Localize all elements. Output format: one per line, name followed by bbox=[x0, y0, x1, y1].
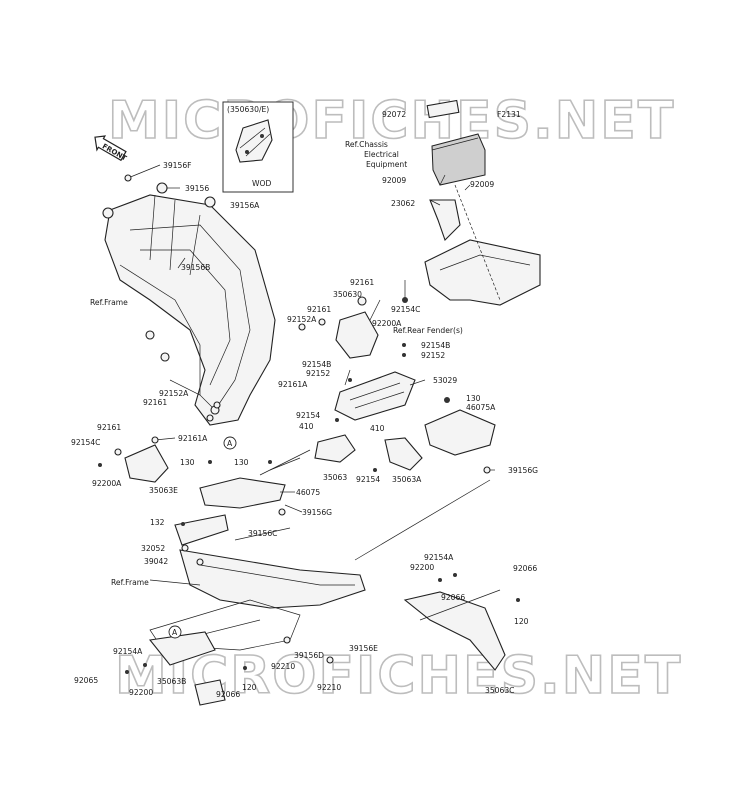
part-label: 92154A bbox=[424, 553, 454, 562]
part-label: 35063E bbox=[149, 486, 178, 495]
part-label: 92152A bbox=[287, 315, 317, 324]
ref-chassis-3: Equipment bbox=[366, 160, 407, 169]
part-label: 32052 bbox=[141, 544, 165, 553]
part-label: 39156B bbox=[181, 263, 210, 272]
part-label: 39156A bbox=[230, 201, 260, 210]
part-label: 35063B bbox=[157, 677, 186, 686]
part-label: 92154A bbox=[113, 647, 143, 656]
part-label: 35063C bbox=[485, 686, 514, 695]
part-label: 350630 bbox=[333, 290, 362, 299]
inset-box: (350630/E) WOD bbox=[222, 101, 294, 193]
callout-a-top: A bbox=[223, 436, 237, 450]
part-label: 39156G bbox=[508, 466, 538, 475]
part-label: 53029 bbox=[433, 376, 457, 385]
fasteners bbox=[98, 174, 520, 674]
part-label: 92154 bbox=[356, 475, 380, 484]
part-label: 92152 bbox=[421, 351, 445, 360]
bracket-46075 bbox=[199, 477, 286, 509]
part-label: 39156 bbox=[185, 184, 209, 193]
inset-tag: WOD bbox=[252, 179, 271, 188]
part-label: 46075 bbox=[296, 488, 320, 497]
part-label: 92154C bbox=[391, 305, 420, 314]
bracket-35063A bbox=[384, 437, 423, 471]
part-label: 130 bbox=[466, 394, 481, 403]
part-label: 120 bbox=[242, 683, 257, 692]
ref-chassis-1: Ref.Chassis bbox=[345, 140, 388, 149]
part-label: 92200 bbox=[129, 688, 153, 697]
part-label: 92066 bbox=[441, 593, 465, 602]
part-label: 130 bbox=[234, 458, 249, 467]
callout-a-bottom: A bbox=[168, 625, 182, 639]
part-label: 39156G bbox=[302, 508, 332, 517]
part-label: 92161A bbox=[178, 434, 208, 443]
part-label: 92200 bbox=[410, 563, 434, 572]
inset-title: (350630/E) bbox=[227, 105, 269, 114]
part-label: 92152 bbox=[306, 369, 330, 378]
part-label: 35063A bbox=[392, 475, 422, 484]
part-label: 410 bbox=[370, 424, 385, 433]
part-label: 92210 bbox=[317, 683, 341, 692]
watermark-top: MICROFICHES.NET bbox=[108, 91, 675, 151]
ref-chassis-2: Electrical bbox=[364, 150, 399, 159]
figure-code: F2131 bbox=[497, 110, 521, 119]
part-label: 130 bbox=[180, 458, 195, 467]
bracket-23062 bbox=[429, 199, 461, 242]
part-label: 92161 bbox=[143, 398, 167, 407]
bracket-35063 bbox=[314, 434, 356, 463]
bracket-35063E bbox=[124, 444, 169, 483]
bracket-35063C bbox=[403, 591, 506, 671]
part-label: 92009 bbox=[382, 176, 406, 185]
svg-text:A: A bbox=[227, 439, 233, 448]
part-label: 39156F bbox=[163, 161, 192, 170]
ref-rear-fender: Ref.Rear Fender(s) bbox=[393, 326, 463, 335]
part-label: 39042 bbox=[144, 557, 168, 566]
battery-box bbox=[426, 99, 486, 186]
bracket-46075A bbox=[424, 409, 496, 456]
bracket-350630 bbox=[335, 311, 379, 359]
part-label: 92072 bbox=[382, 110, 406, 119]
part-label: 92009 bbox=[470, 180, 494, 189]
part-label: 92152A bbox=[159, 389, 189, 398]
part-label: 39156E bbox=[349, 644, 378, 653]
part-label: 92161 bbox=[350, 278, 374, 287]
part-label: 92154B bbox=[302, 360, 331, 369]
part-label: 92161 bbox=[307, 305, 331, 314]
part-label: 92154C bbox=[71, 438, 100, 447]
ref-frame-bottom: Ref.Frame bbox=[111, 578, 149, 587]
part-label: 92210 bbox=[271, 662, 295, 671]
part-label: 120 bbox=[514, 617, 529, 626]
rear-fender bbox=[424, 184, 541, 306]
part-label: 92200A bbox=[372, 319, 402, 328]
part-label: 39156D bbox=[294, 651, 324, 660]
ref-frame-top: Ref.Frame bbox=[90, 298, 128, 307]
part-label: 92066 bbox=[513, 564, 537, 573]
part-label: 92200A bbox=[92, 479, 122, 488]
part-label: 92154B bbox=[421, 341, 450, 350]
part-label: 39156C bbox=[248, 529, 277, 538]
part-label: 92154 bbox=[296, 411, 320, 420]
part-label: 92161 bbox=[97, 423, 121, 432]
svg-text:A: A bbox=[172, 628, 178, 637]
part-label: 35063 bbox=[323, 473, 347, 482]
leader-lines bbox=[127, 164, 501, 621]
sub-frame bbox=[148, 514, 366, 706]
part-labels: 39156F 39156 39156A 39156B 92072 92009 9… bbox=[71, 110, 538, 699]
part-label: 23062 bbox=[391, 199, 415, 208]
part-label: 92065 bbox=[74, 676, 98, 685]
part-label: 92066 bbox=[216, 690, 240, 699]
part-label: 92161A bbox=[278, 380, 308, 389]
main-frame bbox=[102, 194, 276, 426]
part-label: 410 bbox=[299, 422, 314, 431]
part-label: 132 bbox=[150, 518, 165, 527]
part-label: 46075A bbox=[466, 403, 496, 412]
